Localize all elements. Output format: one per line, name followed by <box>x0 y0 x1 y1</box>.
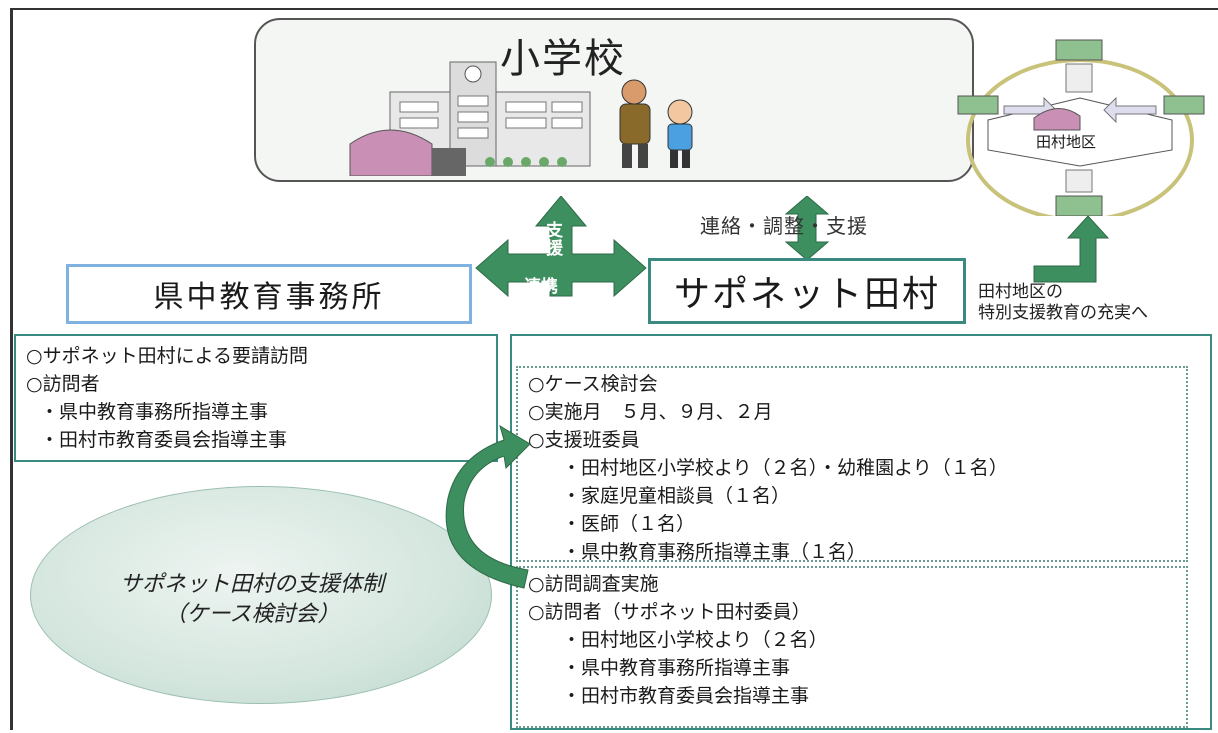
clock-icon <box>464 65 482 83</box>
visit-survey-title: ○訪問調査実施 <box>528 573 659 595</box>
contact-arrow <box>784 196 830 260</box>
visitor-item: ・田村市教育委員会指導主事 <box>40 429 288 451</box>
case-meeting-box: ○ケース検討会 ○実施月 ５月、９月、２月 ○支援班委員 ・田村地区小学校より（… <box>516 366 1188 563</box>
member-item: ・田村地区小学校より（２名）・幼稚園より（１名） <box>562 457 1008 479</box>
tamura-area-map <box>957 39 1205 216</box>
member-item: ・医師（１名） <box>562 513 696 535</box>
contact-coordination-label: 連絡・調整・支援 <box>700 214 868 238</box>
outer-frame <box>10 8 1218 730</box>
request-visit-line: ○サポネット田村による要請訪問 <box>26 345 309 367</box>
support-system-title: サポネット田村の支援体制 <box>119 572 384 597</box>
meeting-months: ○実施月 ５月、９月、２月 <box>528 401 773 423</box>
supportnet-tamura-box: サポネット田村 <box>648 258 966 324</box>
visit-survey-box: ○訪問調査実施 ○訪問者（サポネット田村委員） ・田村地区小学校より（２名） ・… <box>516 566 1188 728</box>
teacher-child-illustration <box>619 79 693 168</box>
visitor-item: ・県中教育事務所指導主事 <box>40 401 269 423</box>
kenchu-office-box: 県中教育事務所 <box>66 264 472 324</box>
school-title: 小学校 <box>500 36 626 82</box>
members-heading: ○支援班委員 <box>528 429 640 451</box>
area-map-label: 田村地区 <box>1036 133 1097 151</box>
support-system-subtitle: （ケース検討会） <box>164 602 340 627</box>
member-item: ・県中教育事務所指導主事（１名） <box>562 541 867 563</box>
goal-text: 田村地区の 特別支援教育の充実へ <box>978 282 1148 324</box>
support-system-label: サポネット田村の支援体制 （ケース検討会） <box>62 570 442 630</box>
right-outer-frame <box>510 334 1212 730</box>
support-system-ellipse <box>30 486 492 704</box>
goal-line-2: 特別支援教育の充実へ <box>978 303 1148 323</box>
visitor-heading: ○訪問者 <box>26 373 100 395</box>
school-building-illustration <box>349 61 591 176</box>
case-meeting-title: ○ケース検討会 <box>528 373 658 395</box>
support-collaboration-arrow <box>475 196 647 298</box>
goal-arrow <box>1033 215 1110 283</box>
request-visit-box: ○サポネット田村による要請訪問 ○訪問者 ・県中教育事務所指導主事 ・田村市教育… <box>14 334 498 462</box>
member-item: ・家庭児童相談員（１名） <box>562 485 791 507</box>
arrow-label-collaboration: 連携 <box>524 277 558 297</box>
arrow-label-support: 支援 <box>546 221 563 259</box>
visitors-heading: ○訪問者（サポネット田村委員） <box>528 601 811 623</box>
goal-line-1: 田村地区の <box>978 282 1063 302</box>
visitor-member-item: ・田村地区小学校より（２名） <box>562 629 828 651</box>
curved-flow-arrow <box>445 424 531 589</box>
visitor-member-item: ・田村市教育委員会指導主事 <box>562 685 810 707</box>
visitor-member-item: ・県中教育事務所指導主事 <box>562 657 791 679</box>
